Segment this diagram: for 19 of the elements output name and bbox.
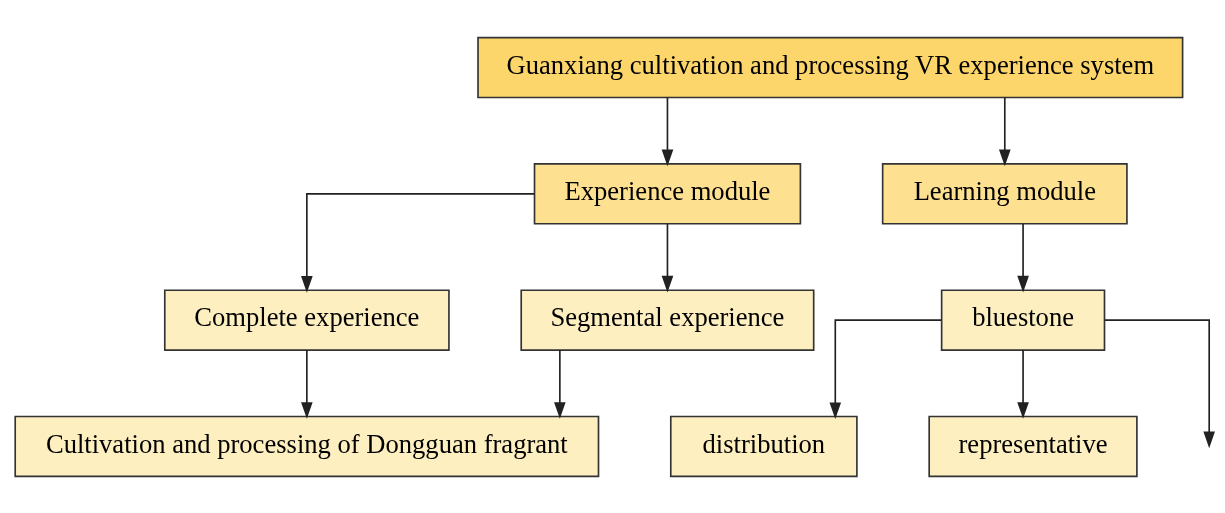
node-box: Segmental experience [520,288,815,351]
node-box: distribution [669,415,858,477]
arrow [998,96,1011,166]
arrow [301,192,536,293]
node-box: representative [928,415,1138,477]
node-box: Complete experience [163,288,450,351]
node-box: Experience module [533,162,802,225]
arrow [1017,348,1029,419]
arrow [301,348,313,419]
arrow [1017,222,1029,292]
arrow [661,96,674,166]
arrow [829,318,943,419]
arrow [554,348,566,419]
arrow [661,222,674,292]
node-box: Cultivation and processing of Dongguan fragrant [14,415,600,477]
node-box: Learning module [881,162,1128,225]
node-box: bluestone [940,288,1106,351]
arrow [1103,318,1215,448]
node-box: Guanxiang cultivation and processing VR experience system [477,36,1184,98]
